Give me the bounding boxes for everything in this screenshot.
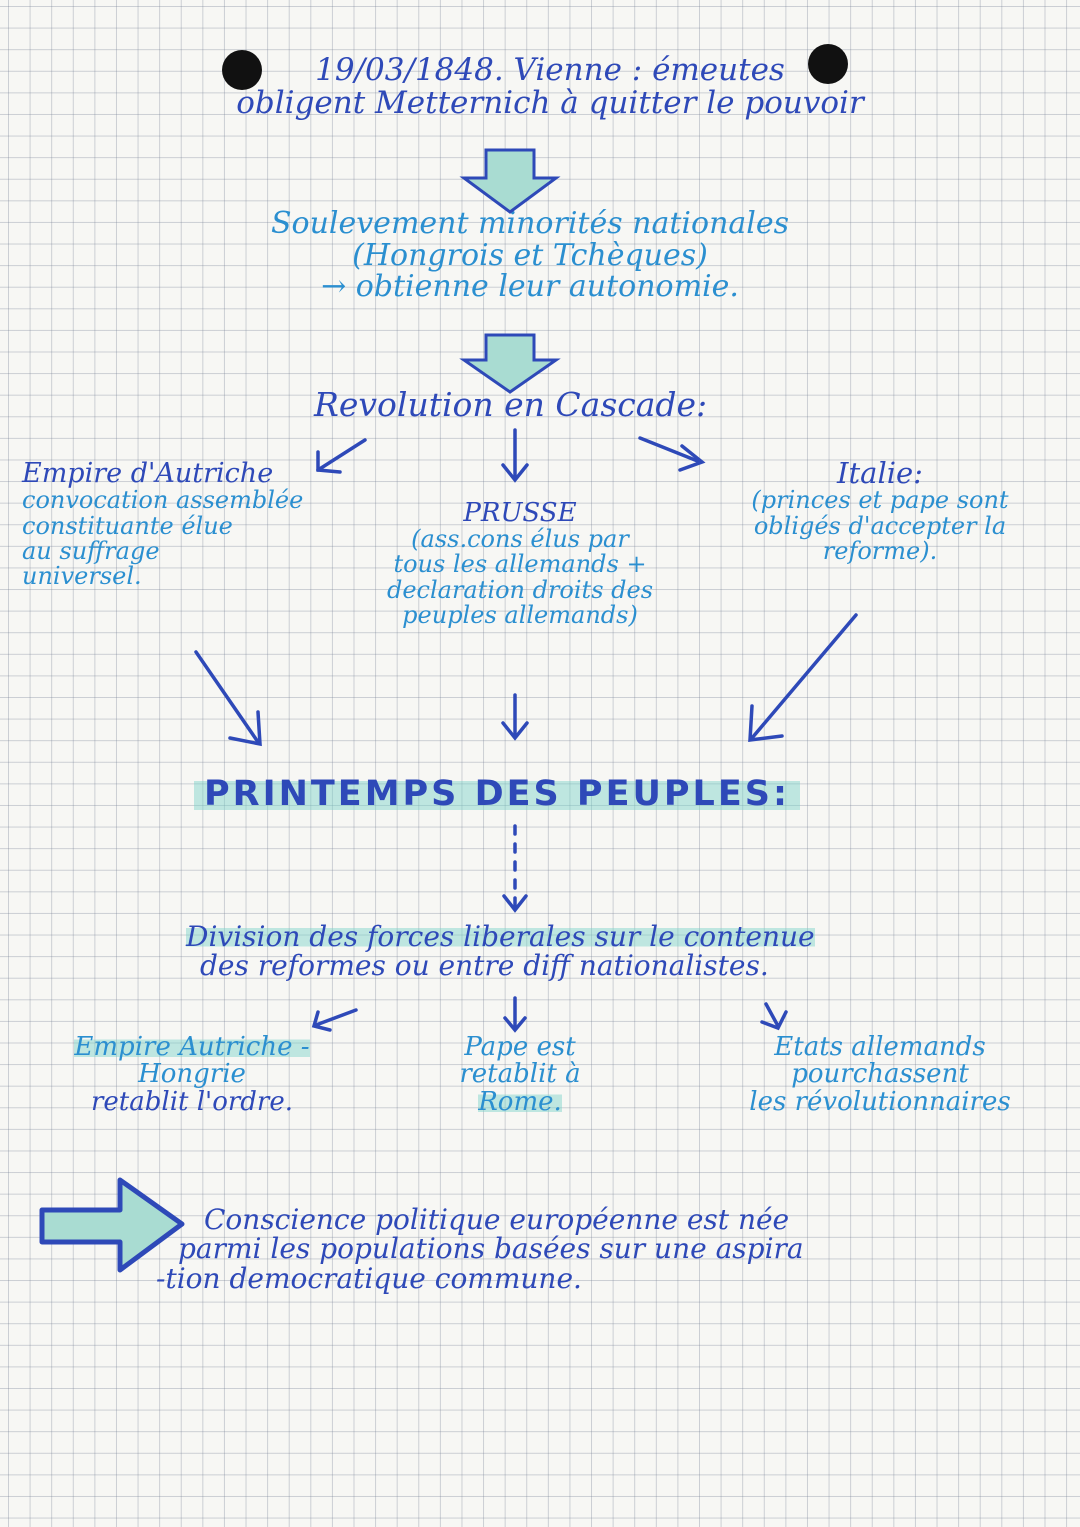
uprising-note: Soulevement minorités nationales (Hongro… (230, 208, 830, 303)
division-line-2: des reformes ou entre diff nationalistes… (200, 949, 769, 983)
uprising-line-2: (Hongrois et Tchèques) (352, 237, 708, 273)
austria-branch: Empire d'Autriche convocation assemblée … (22, 458, 372, 590)
arrow-to-italy-icon (638, 436, 706, 472)
austria-line-4: universel. (22, 561, 142, 590)
conclusion-note: Conscience politique européenne est née … (156, 1203, 1050, 1294)
block-arrow-down-icon (459, 148, 561, 214)
springtime-title: PRINTEMPS DES PEUPLES: (194, 772, 800, 817)
uprising-line-1: Soulevement minorités nationales (270, 206, 790, 241)
italy-title: Italie: (837, 456, 923, 490)
arrow-to-german-outcome-icon (760, 1002, 788, 1031)
uprising-line-3: → obtienne leur autonomie. (321, 269, 739, 304)
prussia-line-1: (ass.cons élus par (411, 525, 629, 554)
outcome-german-line-1: Etats allemands (774, 1032, 986, 1062)
arrow-to-austria-icon (316, 438, 367, 474)
outcome-pope-line-1: Pape est (464, 1032, 576, 1062)
outcome-german: Etats allemands pourchassent les révolut… (700, 1032, 1060, 1117)
austria-title: Empire d'Autriche (22, 458, 274, 489)
outcome-austria: Empire Autriche - Hongrie retablit l'ord… (22, 1032, 362, 1117)
austria-line-2: constituante élue (22, 511, 233, 540)
outcome-german-line-3: les révolutionnaires (749, 1086, 1011, 1117)
block-arrow-right-icon (39, 1177, 185, 1273)
italy-line-2: obligés d'accepter la (753, 511, 1007, 540)
austria-line-1: convocation assemblée (22, 486, 304, 515)
arrow-to-pope-outcome-icon (503, 996, 527, 1033)
outcome-austria-line-2: Hongrie (138, 1059, 246, 1090)
division-line-1: Division des forces liberales sur le con… (186, 920, 815, 953)
arrow-to-prussia-icon (501, 428, 529, 483)
division-note: Division des forces liberales sur le con… (186, 922, 1006, 981)
prussia-line-2: tous les allemands + (393, 550, 647, 579)
arrow-prussia-to-spring-icon (501, 693, 529, 741)
conclusion-line-3: -tion democratique commune. (156, 1261, 582, 1295)
header-note: 19/03/1848. Vienne : émeutes obligent Me… (180, 54, 920, 119)
header-line-2: obligent Metternich à quitter le pouvoir (236, 84, 864, 121)
outcome-pope-line-3: Rome. (478, 1086, 562, 1117)
outcome-austria-line-3: retablit l'ordre. (90, 1086, 294, 1117)
prussia-title: PRUSSE (463, 498, 577, 528)
prussia-line-3: declaration droits des (386, 575, 654, 604)
arrow-to-austria-outcome-icon (311, 1008, 358, 1032)
italy-line-3: reforme). (822, 536, 938, 565)
binder-hole-left (222, 50, 262, 90)
conclusion-line-1: Conscience politique européenne est née (204, 1203, 790, 1236)
block-arrow-down-icon (459, 333, 561, 394)
arrow-austria-to-spring-icon (194, 650, 262, 747)
outcome-austria-line-1: Empire Autriche - (74, 1032, 310, 1062)
header-line-1: 19/03/1848. Vienne : émeutes (315, 52, 785, 88)
italy-branch: Italie: (princes et pape sont obligés d'… (700, 458, 1060, 564)
outcome-german-line-2: pourchassent (791, 1059, 969, 1090)
outcome-pope: Pape est retablit à Rome. (400, 1032, 640, 1117)
italy-line-1: (princes et pape sont (751, 486, 1009, 515)
prussia-line-4: peuples allemands) (402, 600, 638, 629)
dashed-arrow-down-icon (502, 824, 528, 913)
conclusion-line-2: parmi les populations basées sur une asp… (178, 1232, 804, 1266)
prussia-branch: PRUSSE (ass.cons élus par tous les allem… (330, 498, 710, 629)
austria-line-3: au suffrage (22, 536, 160, 565)
outcome-pope-line-2: retablit à (459, 1059, 581, 1090)
binder-hole-right (808, 44, 848, 84)
arrow-italy-to-spring-icon (748, 613, 858, 742)
